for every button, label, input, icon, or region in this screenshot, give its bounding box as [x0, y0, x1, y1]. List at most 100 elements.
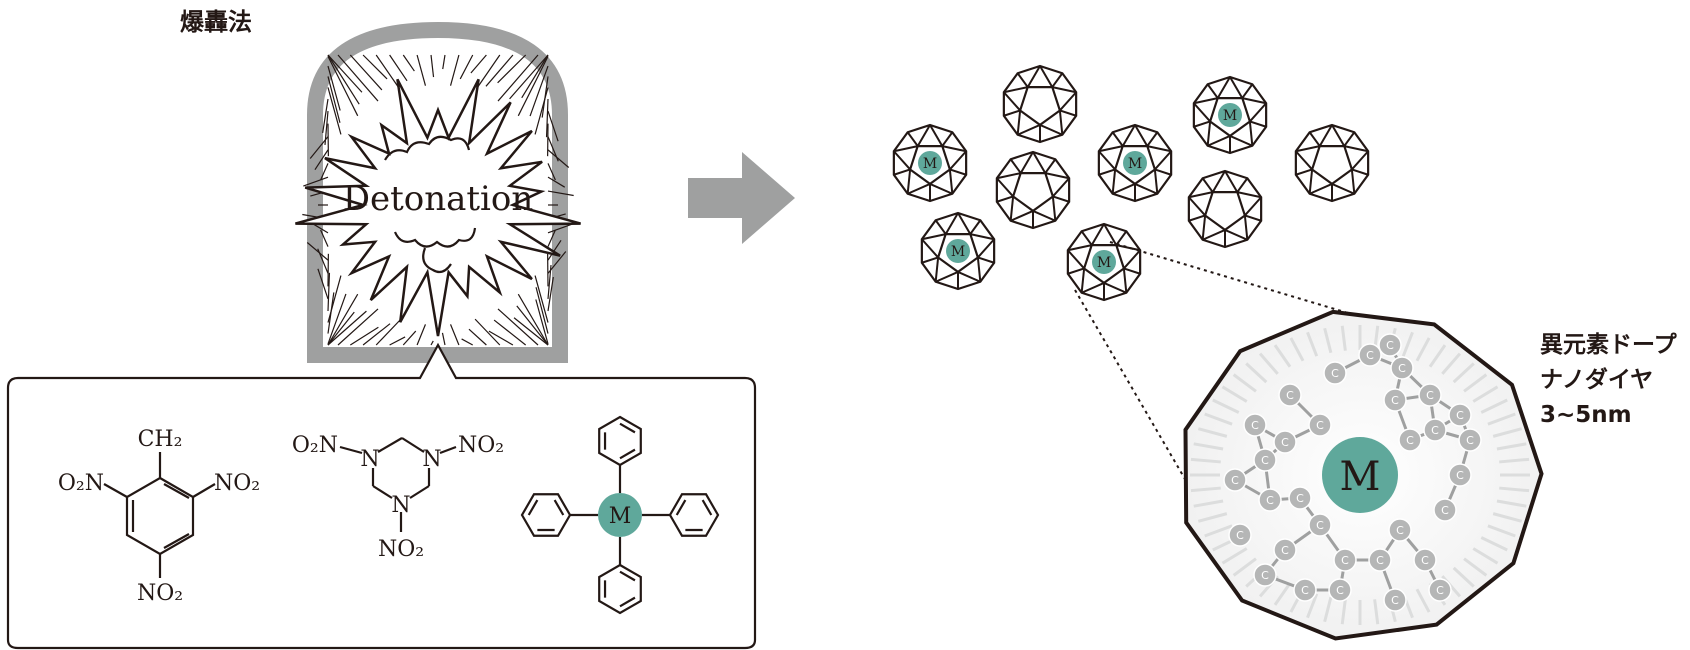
explosion-ray — [430, 54, 435, 78]
nanodiamond-edge — [1123, 267, 1141, 275]
nanodiamond-edge — [949, 150, 967, 171]
carbon-atom-label: C — [1391, 594, 1399, 607]
nanodiamond-edge — [1067, 267, 1085, 275]
carbon-atom-label: C — [1431, 424, 1439, 437]
nanodiamond-edge — [1351, 168, 1369, 176]
explosion-ray — [516, 305, 549, 346]
nanodiamond-edge — [1016, 110, 1022, 135]
nanodiamond-edge — [1206, 121, 1212, 146]
doped-nanodiamond: M — [1192, 75, 1268, 155]
nanodiamond-edge — [1026, 65, 1041, 88]
carbon-atom-circle — [1448, 403, 1472, 427]
explosion-ray — [317, 268, 329, 300]
explosion-burst — [295, 78, 581, 337]
nanodiamond-edge — [1146, 131, 1159, 147]
carbon-atom-label: C — [1266, 494, 1274, 507]
dopant-dot — [1092, 250, 1116, 274]
nanodiamond-core — [1011, 171, 1055, 213]
explosion-ray — [470, 54, 487, 74]
nanodiamond-edge — [1067, 249, 1085, 270]
explosion-ray — [362, 323, 391, 346]
glow-ray — [1204, 524, 1233, 538]
nanodiamond-edge — [1019, 151, 1034, 174]
nanodiamond-edge — [893, 150, 911, 171]
nanodiamond-edge — [1229, 76, 1244, 99]
dopant-dot-label: M — [951, 244, 965, 260]
glow-ray — [1221, 547, 1248, 565]
glow-ray — [1499, 486, 1530, 493]
carbon-atom-circle — [1390, 356, 1414, 380]
phenyl-double-bond — [619, 596, 636, 608]
explosion-ray — [327, 311, 355, 346]
carbon-atom-label: C — [1366, 349, 1374, 362]
rdx-left-group: O₂N — [292, 433, 338, 458]
carbon-atom-label: C — [1406, 434, 1414, 447]
carbon-atom-circle — [1383, 588, 1407, 612]
tnt-left-group: O₂N — [58, 471, 104, 496]
nanodiamond-edge — [996, 177, 1014, 198]
phenyl-ring — [598, 563, 642, 615]
tnt-molecule — [103, 452, 216, 578]
nanodiamond-edge — [1052, 86, 1077, 94]
nanodiamond-edge — [1121, 124, 1136, 147]
nanodiamond-edge — [1295, 150, 1313, 171]
product-description: 異元素ドープ ナノダイヤ 3~5nm — [1540, 328, 1677, 433]
explosion-ray — [375, 318, 402, 346]
nanodiamond-edge — [1216, 76, 1231, 99]
carbon-atom-label: C — [1316, 419, 1324, 432]
glow-ray — [1496, 442, 1527, 451]
nanodiamond-edge — [1295, 168, 1313, 176]
explosion-ray — [547, 176, 566, 188]
dopant-dot — [918, 151, 942, 175]
nanodiamond-edge — [1201, 177, 1214, 193]
nanodiamond-edge — [1123, 249, 1141, 270]
explosion-ray — [485, 54, 514, 87]
nanodiamond-edge — [1236, 177, 1249, 193]
glow-ray — [1452, 362, 1475, 384]
rdx-nitrogen-1: N — [360, 447, 379, 472]
process-arrow — [688, 152, 795, 244]
glow-ray — [1232, 373, 1257, 393]
carbon-atom: C — [1448, 403, 1472, 427]
nanodiamond-edge — [977, 238, 995, 259]
explosion-ray — [442, 54, 446, 70]
nanodiamond-edge — [1241, 83, 1254, 99]
nanodiamond-edge — [921, 233, 946, 241]
nanodiamond-edge — [1058, 110, 1064, 135]
phenyl-double-bond — [619, 422, 636, 434]
carbon-atom: C — [1448, 463, 1472, 487]
nanodiamond-edge — [1154, 168, 1172, 176]
nanodiamond-edge — [1295, 145, 1320, 153]
nanodiamond-edge — [906, 131, 919, 147]
nanodiamond-edge — [1009, 158, 1022, 174]
explosion-ray — [535, 299, 549, 345]
nanodiamond-edge — [893, 145, 918, 153]
carbon-atom: C — [1333, 548, 1357, 572]
nanodiamond-edge — [1016, 72, 1029, 88]
glow-ray — [1193, 442, 1224, 451]
carbon-atom-circle — [1358, 343, 1382, 367]
carbon-atom: C — [1458, 428, 1482, 452]
phenyl-double-bond — [675, 499, 687, 516]
nanodiamond-edge — [1188, 191, 1213, 199]
carbon-atom-circle — [1423, 418, 1447, 442]
nanodiamond-edge — [1098, 145, 1123, 153]
carbon-atom-circle — [1288, 486, 1312, 510]
glow-ray — [1480, 398, 1508, 414]
carbon-atom: C — [1428, 578, 1452, 602]
carbon-atom-circle — [1328, 578, 1352, 602]
detonation-chamber: Detonation — [295, 21, 581, 363]
carbon-atom-circle — [1243, 413, 1267, 437]
carbon-atom-label: C — [1281, 436, 1289, 449]
carbon-atom-label: C — [1436, 584, 1444, 597]
explosion-ray — [430, 340, 434, 346]
glow-ray — [1273, 344, 1292, 368]
carbon-atom-circle — [1273, 430, 1297, 454]
glow-ray — [1193, 499, 1224, 508]
phenyl-double-bond — [701, 499, 713, 516]
nanodiamond-edge — [1244, 214, 1262, 222]
metal-center — [598, 493, 642, 537]
phenyl-double-bond — [619, 448, 636, 460]
nanodiamond-edge — [916, 124, 931, 147]
glow-ray — [1463, 557, 1488, 577]
